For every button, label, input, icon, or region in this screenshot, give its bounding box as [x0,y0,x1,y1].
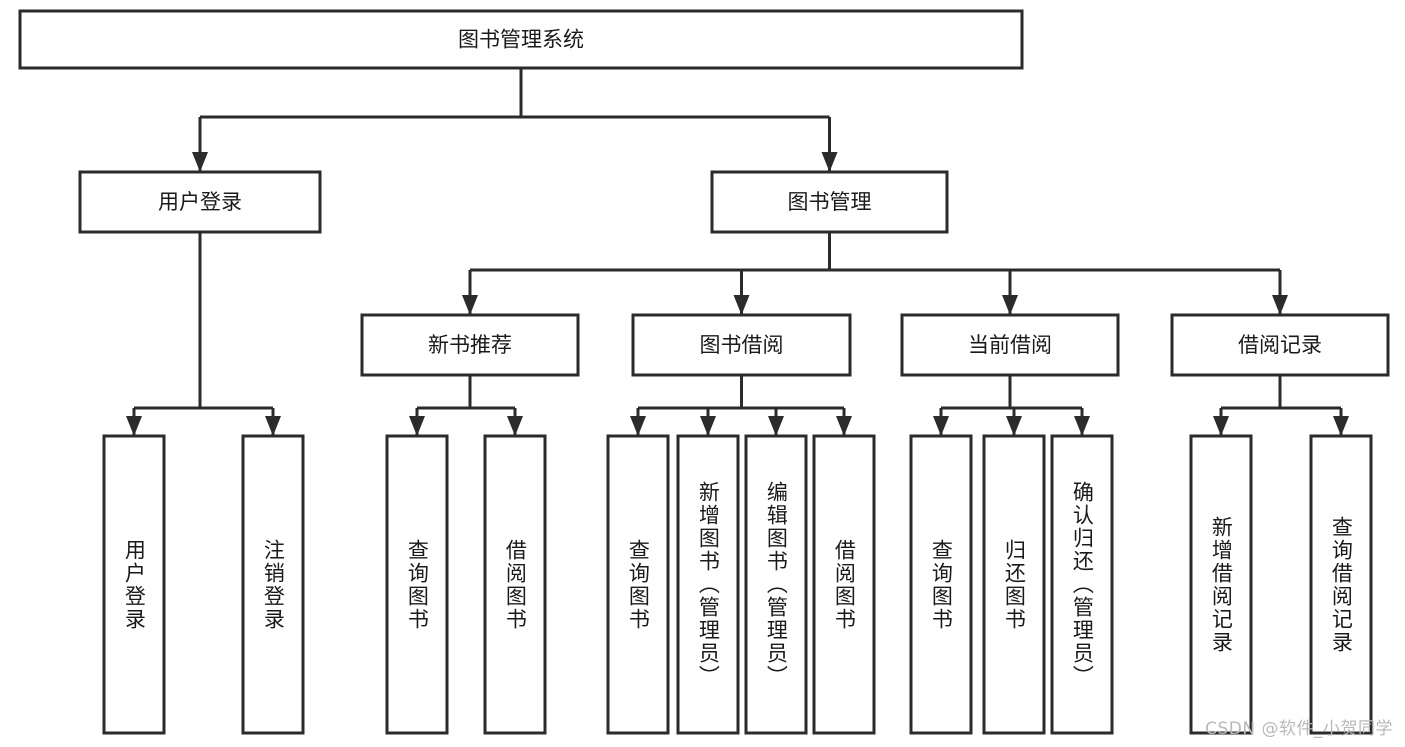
node-label-current: 当前借阅 [968,333,1052,357]
arrow-head-icon [192,152,208,172]
node-box-bookmgmt[interactable] [710,170,949,234]
node-box-login[interactable] [78,170,322,234]
arrow-head-icon [1074,416,1090,436]
node-box-l-userlogin[interactable] [102,434,166,735]
arrow-head-icon [507,416,523,436]
node-box-l-query3[interactable] [909,434,973,735]
edges-layer [126,68,1349,436]
csdn-watermark: CSDN @软件_小贺同学 [1205,719,1393,739]
arrow-head-icon [1333,416,1349,436]
arrow-head-icon [836,416,852,436]
arrow-head-icon [1006,416,1022,436]
arrow-head-icon [700,416,716,436]
node-box-l-query2[interactable] [606,434,670,735]
node-box-root[interactable] [18,9,1024,70]
node-box-l-return[interactable] [982,434,1046,735]
node-box-current[interactable] [900,313,1120,377]
node-box-l-confirm[interactable] [1050,434,1114,735]
node-box-l-query1[interactable] [385,434,449,735]
node-box-borrow[interactable] [631,313,852,377]
nodes-layer [18,9,1390,735]
arrow-head-icon [821,152,838,172]
node-box-l-editbook[interactable] [744,434,808,735]
node-box-newbook[interactable] [360,313,580,377]
arrow-head-icon [1213,416,1229,436]
node-label-records: 借阅记录 [1238,333,1322,357]
arrow-head-icon [1002,295,1018,315]
node-label-login: 用户登录 [158,190,242,214]
arrow-head-icon [733,295,750,315]
arrow-head-icon [630,416,646,436]
node-box-l-addbook[interactable] [676,434,740,735]
arrow-head-icon [1272,295,1288,315]
node-box-l-logout[interactable] [241,434,305,735]
node-label-newbook: 新书推荐 [428,333,512,357]
arrow-head-icon [768,416,784,436]
node-box-records[interactable] [1170,313,1390,377]
node-label-borrow: 图书借阅 [700,333,784,357]
node-box-l-borrow2[interactable] [812,434,876,735]
arrow-head-icon [126,416,142,436]
node-box-l-addrec[interactable] [1189,434,1253,735]
arrow-head-icon [933,416,949,436]
node-label-bookmgmt: 图书管理 [788,190,872,214]
arrow-head-icon [462,295,478,315]
node-box-l-borrow1[interactable] [483,434,547,735]
node-box-l-queryrec[interactable] [1309,434,1373,735]
arrow-head-icon [265,416,281,436]
node-label-root: 图书管理系统 [458,28,584,52]
arrow-head-icon [409,416,425,436]
